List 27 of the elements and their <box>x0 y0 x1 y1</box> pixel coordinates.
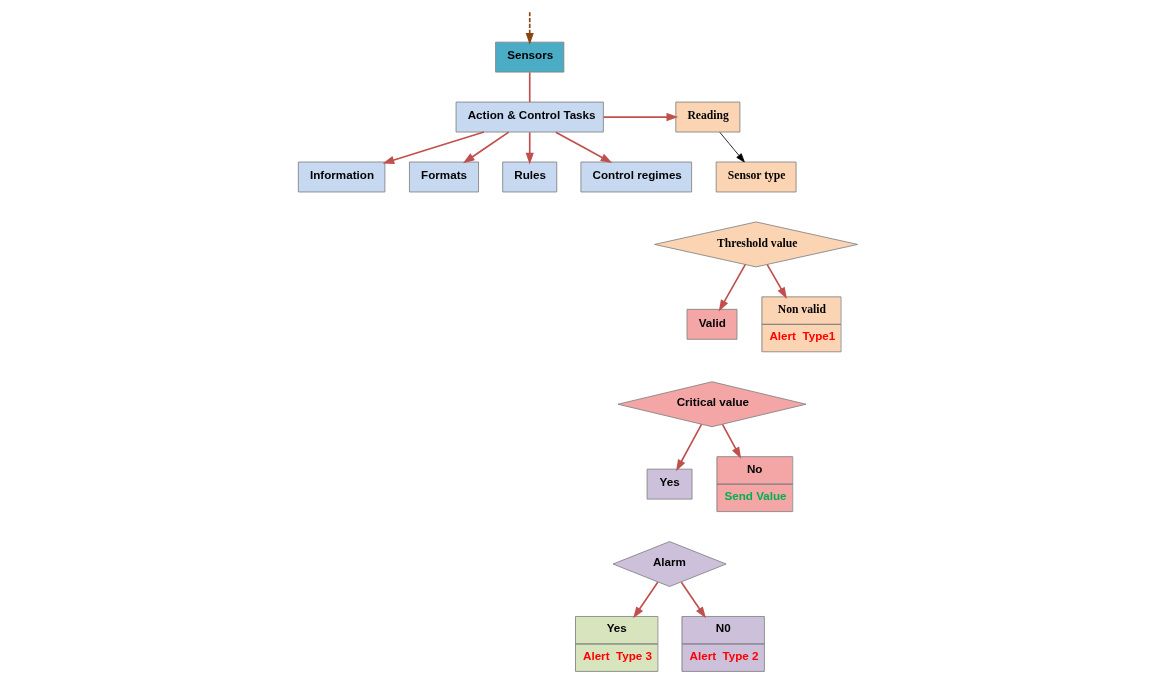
arrow <box>525 11 534 45</box>
node-box: Valid <box>686 308 738 340</box>
node-box: Sensor type <box>715 161 797 193</box>
node-box: Information <box>297 161 386 193</box>
arrow <box>766 263 787 299</box>
arrow <box>382 131 485 164</box>
arrow <box>554 131 613 164</box>
node-box: Reading <box>675 101 741 133</box>
arrow <box>525 131 534 165</box>
connector <box>528 71 531 103</box>
node-box: Yes <box>646 468 693 500</box>
arrow <box>718 263 747 312</box>
arrow <box>602 113 679 122</box>
node-diamond: Critical value <box>617 381 807 428</box>
node-box: Control regimes <box>580 161 693 193</box>
arrow <box>676 423 703 472</box>
arrow <box>721 423 742 459</box>
arrow <box>462 131 510 164</box>
arrow <box>719 131 745 163</box>
node-box: Rules <box>502 161 558 193</box>
node-box: Sensors <box>495 41 565 73</box>
arrow <box>633 581 659 619</box>
arrow <box>680 581 706 619</box>
node-box: Formats <box>409 161 479 193</box>
node-diamond: Threshold value <box>654 221 859 268</box>
node-box: Action & Control Tasks <box>455 101 604 133</box>
node-diamond: Alarm <box>612 541 727 587</box>
